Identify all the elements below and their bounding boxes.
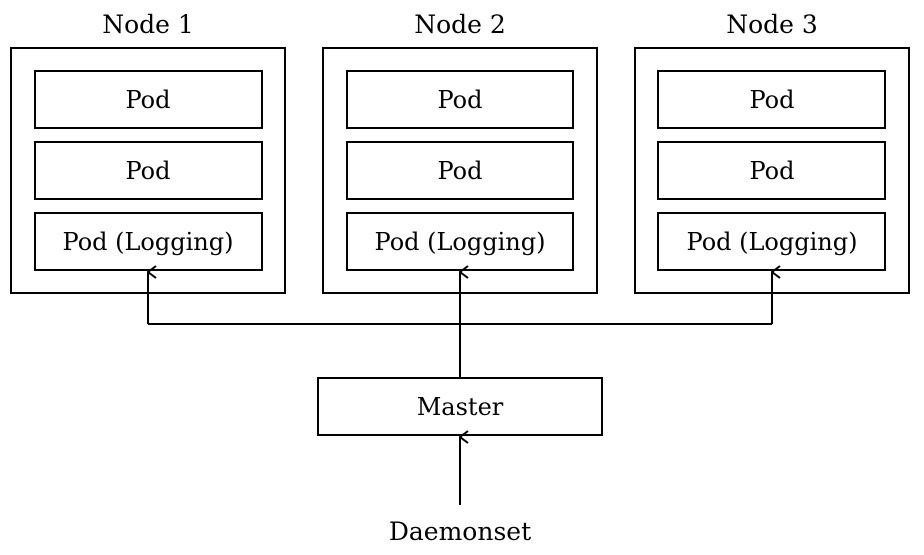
node-3-pod-2-box	[657, 141, 886, 200]
node-3-pod-1-box	[657, 70, 886, 129]
node-2-pod-1-label: Pod	[438, 86, 483, 114]
node-2-logging-pod-box	[346, 212, 574, 271]
node-2-pod-2-label: Pod	[438, 157, 483, 185]
master-box	[317, 377, 603, 436]
master-label: Master	[417, 393, 504, 421]
node-3-pod-2-label: Pod	[750, 157, 795, 185]
node-2-title: Node 2	[414, 10, 506, 39]
node-3-logging-pod-box	[657, 212, 886, 271]
daemonset-label: Daemonset	[389, 517, 531, 546]
node-1-title: Node 1	[102, 10, 194, 39]
node-2-pod-1-box	[346, 70, 574, 129]
node-1-pod-2-label: Pod	[126, 157, 171, 185]
connectors	[147, 272, 772, 378]
node-3: Node 3 Pod Pod Pod (Logging)	[634, 10, 910, 294]
daemonset: Daemonset	[389, 437, 531, 546]
node-1-logging-pod-box	[34, 212, 263, 271]
node-1-logging-pod-label: Pod (Logging)	[63, 228, 234, 256]
node-1: Node 1 Pod Pod Pod (Logging)	[10, 10, 286, 294]
node-2-pod-2-box	[346, 141, 574, 200]
node-1-pod-1-box	[34, 70, 263, 129]
node-2: Node 2 Pod Pod Pod (Logging)	[322, 10, 598, 294]
node-3-pod-1-label: Pod	[750, 86, 795, 114]
node-3-title: Node 3	[726, 10, 818, 39]
node-1-pod-1-label: Pod	[126, 86, 171, 114]
master: Master	[317, 377, 603, 436]
node-1-pod-2-box	[34, 141, 263, 200]
node-3-logging-pod-label: Pod (Logging)	[687, 228, 858, 256]
node-2-logging-pod-label: Pod (Logging)	[375, 228, 546, 256]
